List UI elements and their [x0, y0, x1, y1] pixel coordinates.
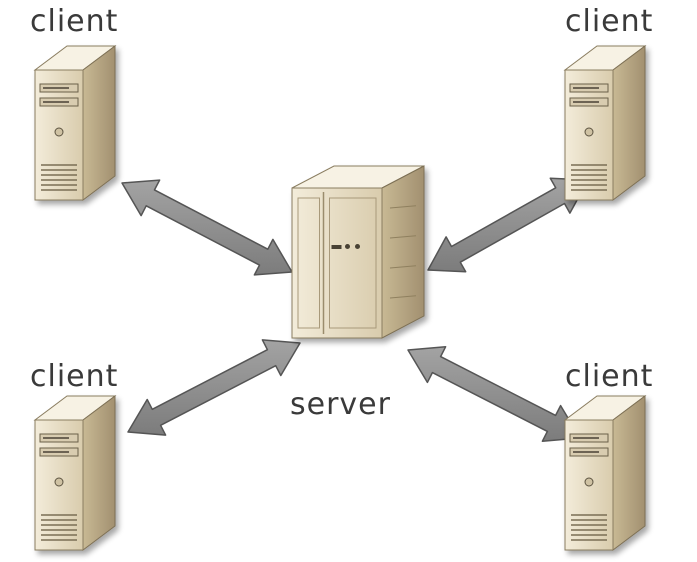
- arrow-server-to-client-top-left: [121, 179, 293, 276]
- connection-arrows: [121, 177, 589, 442]
- network-nodes: [33, 45, 647, 551]
- client-label-bottom-right: client: [565, 359, 654, 394]
- server-icon: [291, 165, 425, 339]
- arrow-server-to-client-bottom-right: [407, 346, 581, 442]
- client-computer-icon-top-right: [563, 45, 647, 201]
- client-computer-icon-top-left: [33, 45, 117, 201]
- server-label: server: [290, 387, 391, 422]
- client-label-bottom-left: client: [30, 359, 119, 394]
- client-label-top-right: client: [565, 4, 654, 39]
- client-computer-icon-bottom-left: [33, 395, 117, 551]
- arrow-server-to-client-bottom-left: [127, 339, 301, 436]
- arrow-server-to-client-top-right: [427, 177, 589, 273]
- client-computer-icon-bottom-right: [563, 395, 647, 551]
- client-label-top-left: client: [30, 4, 119, 39]
